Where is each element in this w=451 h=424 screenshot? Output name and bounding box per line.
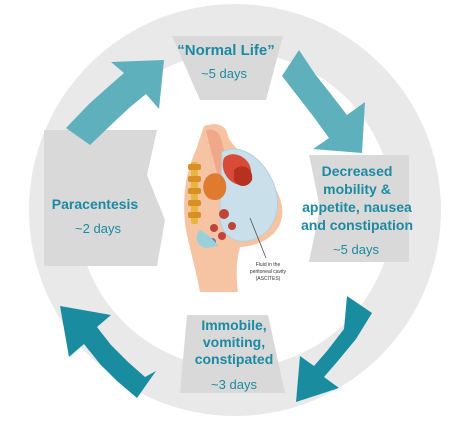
stage-paracentesis-duration: ~2 days	[75, 221, 121, 236]
ascites-caption-line3: (ASCITES)	[256, 276, 281, 282]
arrow-left-up	[60, 306, 156, 398]
stage-paracentesis-title: Paracentesis	[52, 196, 139, 212]
arrow-up-right	[66, 60, 164, 145]
stage-decreased-duration: ~5 days	[333, 242, 379, 257]
arrow-right-down	[282, 50, 365, 153]
stage-decreased-line3: appetite, nausea	[302, 199, 412, 215]
stage-normal-life-duration: ~5 days	[201, 66, 247, 81]
stage-normal-life-title: “Normal Life”	[177, 42, 275, 59]
arrow-down-left	[296, 296, 372, 402]
segment-normal-life	[172, 36, 283, 100]
segment-paracentesis	[44, 130, 165, 266]
ascites-caption-line2: peritoneal cavity	[250, 269, 287, 275]
abdomen-illustration	[184, 124, 283, 292]
segment-decreased	[309, 155, 409, 262]
stage-decreased-line1: Decreased	[322, 163, 393, 179]
stage-decreased-line2: mobility &	[323, 181, 391, 197]
stage-immobile-line2: vomiting,	[203, 334, 265, 350]
stage-decreased-line4: and constipation	[301, 217, 413, 233]
stage-immobile-duration: ~3 days	[211, 377, 257, 392]
segment-immobile	[180, 315, 285, 393]
ascites-caption-line1: Fluid in the	[256, 262, 281, 268]
stage-immobile-line3: constipated	[195, 351, 274, 367]
stage-immobile-line1: Immobile,	[201, 317, 266, 333]
